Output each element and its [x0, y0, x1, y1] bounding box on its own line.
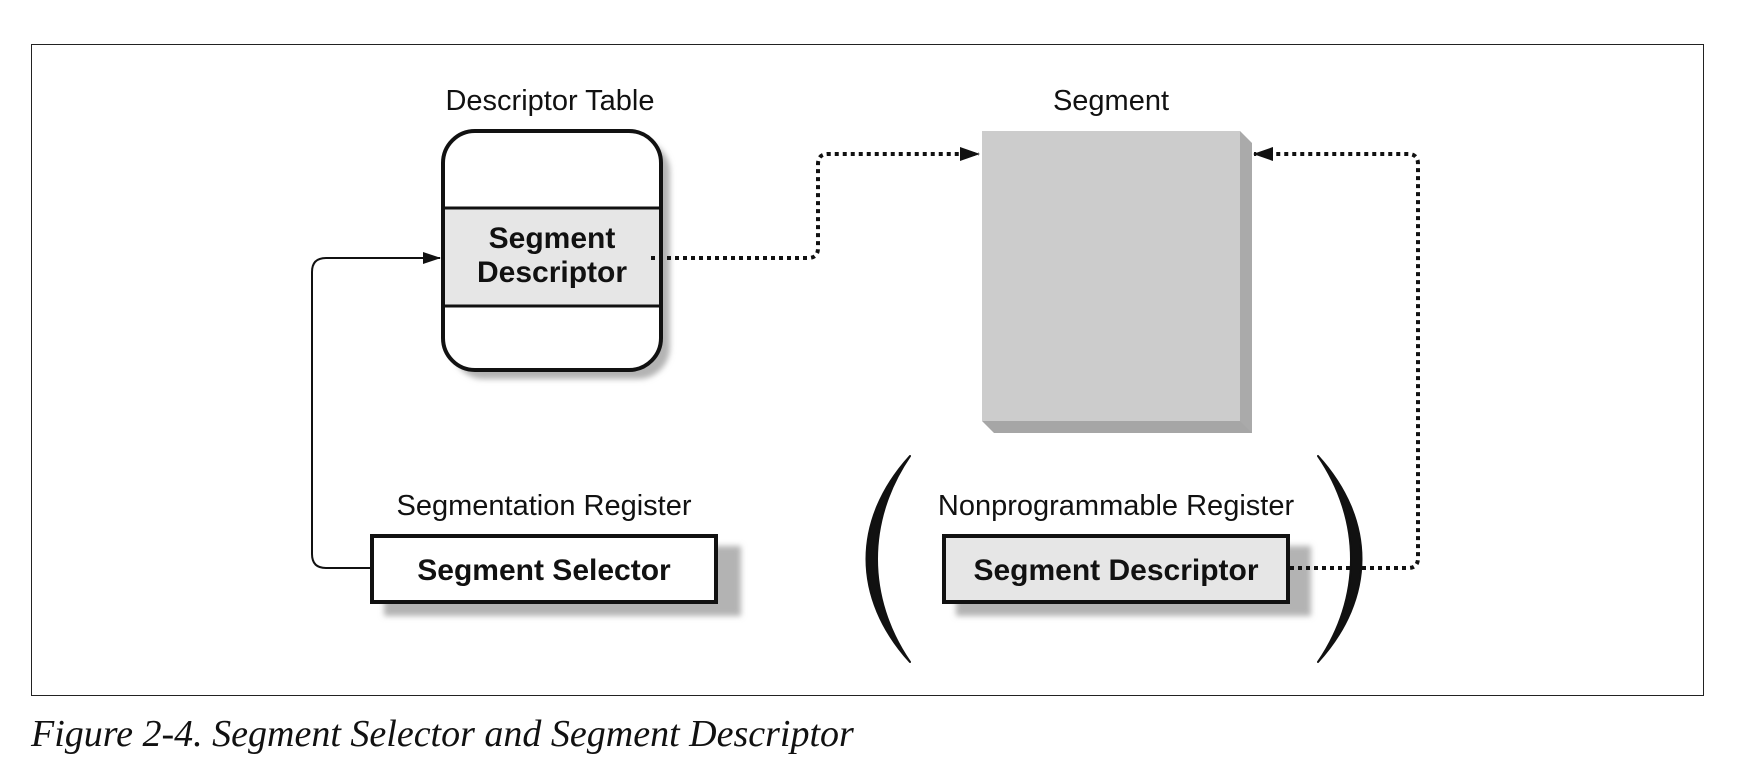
descriptor-table-title: Descriptor Table — [445, 85, 654, 117]
nonprogrammable-register-title: Nonprogrammable Register — [938, 490, 1295, 522]
selector-to-descriptor-arrow — [311, 252, 441, 569]
nonprogrammable-register: Nonprogrammable Register Segment Descrip… — [865, 455, 1363, 663]
connectors — [311, 147, 1420, 570]
descriptor-table-entry-label-line2: Descriptor — [477, 256, 627, 289]
left-parenthesis — [865, 455, 911, 663]
right-parenthesis — [1317, 455, 1363, 663]
descriptor-table-outline — [441, 129, 663, 372]
register-to-segment-dotted-arrow — [1253, 147, 1420, 570]
descriptor-to-segment-dotted-arrow — [651, 147, 980, 260]
nonprogrammable-register-box — [942, 534, 1290, 604]
descriptor-table-entry — [443, 208, 661, 306]
segment-face — [982, 131, 1240, 421]
segmentation-register-title: Segmentation Register — [397, 490, 692, 522]
segment-block: Segment — [982, 85, 1252, 433]
segment-bottom-shading — [982, 421, 1252, 433]
segment-selector-label: Segment Selector — [417, 554, 671, 587]
descriptor-table: Descriptor Table Segment Descriptor — [441, 85, 670, 379]
figure-frame — [31, 44, 1704, 696]
segment-title: Segment — [1053, 85, 1169, 117]
segment-side-shading — [1240, 131, 1252, 433]
segmentation-register-box — [370, 534, 718, 604]
segmentation-register: Segmentation Register Segment Selector — [370, 490, 741, 616]
segment-descriptor-register-label: Segment Descriptor — [973, 554, 1258, 587]
figure-caption: Figure 2-4. Segment Selector and Segment… — [31, 713, 854, 755]
descriptor-table-entry-label-line1: Segment — [489, 222, 616, 255]
